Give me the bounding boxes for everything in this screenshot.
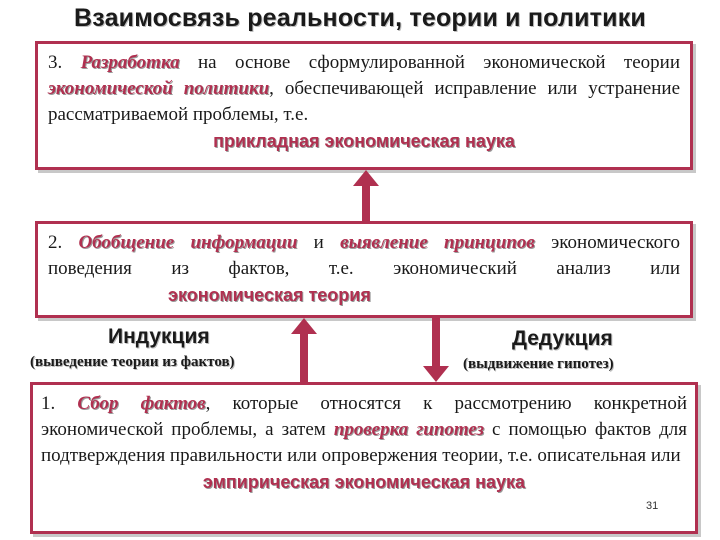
page-number: 31: [646, 500, 659, 512]
induction-arrow-icon: [291, 318, 317, 382]
term-economic: экономической: [48, 78, 173, 99]
term-generalization: Обобщение информации: [78, 232, 298, 253]
induction-label: Индукция: [108, 325, 210, 348]
deduction-arrow-icon: [423, 318, 449, 382]
term-principles: выявление принципов: [340, 232, 535, 253]
box-economic-theory: 2. Обобщение информации и выявление прин…: [35, 221, 693, 318]
empirical-science-label: эмпирическая экономическая наука: [202, 472, 526, 492]
applied-science-label: прикладная экономическая наука: [213, 131, 515, 151]
box-empirical-facts: 1. Сбор фактов, которые относятся к расс…: [30, 382, 698, 534]
box1-text: 1. Сбор фактов, которые относятся к расс…: [41, 393, 688, 466]
deduction-label: Дедукция: [512, 327, 613, 350]
deduction-sublabel: (выдвижение гипотез): [463, 356, 614, 372]
term-fact-collection: Сбор фактов: [77, 393, 206, 414]
economic-theory-label: экономическая теория: [168, 285, 371, 305]
box2-text: 2. Обобщение информации и выявление прин…: [48, 232, 681, 305]
term-policy: политики: [183, 78, 270, 99]
term-hypothesis-testing: проверка гипотез: [333, 419, 485, 440]
box-applied-policy: 3. Разработка на основе сформулированной…: [35, 41, 693, 170]
box3-text: 3. Разработка на основе сформулированной…: [48, 52, 681, 125]
induction-sublabel: (выведение теории из фактов): [30, 354, 235, 370]
term-development: Разработка: [80, 52, 180, 73]
arrow-up-icon: [353, 170, 379, 222]
page-title: Взаимосвязь реальности, теории и политик…: [74, 4, 646, 32]
